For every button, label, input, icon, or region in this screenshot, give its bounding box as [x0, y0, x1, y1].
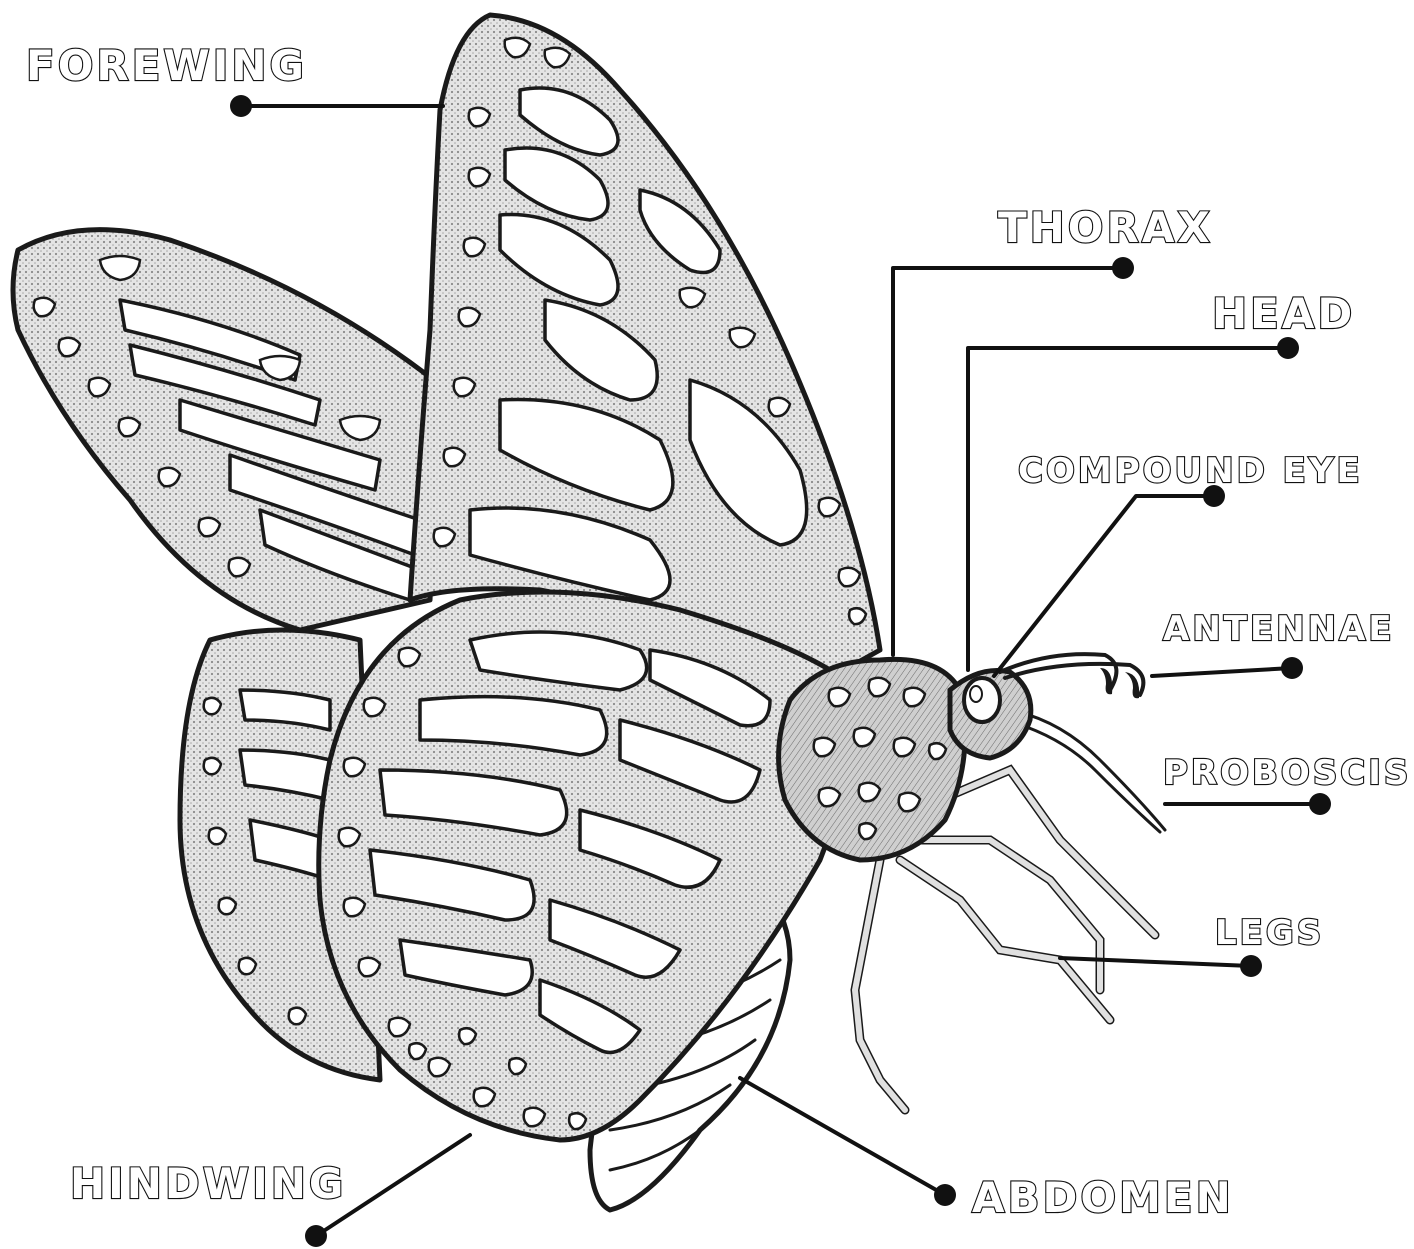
abdomen-leader [740, 1078, 956, 1206]
label-forewing: FOREWING [26, 41, 307, 90]
label-antennae: ANTENNAE [1163, 609, 1395, 649]
label-abdomen: ABDOMEN [972, 1173, 1234, 1222]
thorax [779, 659, 965, 860]
forewing-leader [230, 95, 443, 117]
proboscis-leader [1165, 793, 1331, 815]
rear-forewing [13, 230, 440, 630]
antennae-leader [1152, 657, 1303, 679]
head [950, 670, 1031, 758]
label-legs: LEGS [1215, 913, 1324, 953]
label-compound-eye: COMPOUND EYE [1018, 451, 1363, 491]
legs-leader [1060, 955, 1262, 977]
label-proboscis: PROBOSCIS [1163, 753, 1411, 793]
label-head: HEAD [1212, 289, 1355, 338]
front-hindwing [319, 592, 843, 1140]
label-hindwing: HINDWING [70, 1159, 346, 1208]
label-thorax: THORAX [998, 203, 1213, 252]
compound-eye [964, 678, 1000, 722]
